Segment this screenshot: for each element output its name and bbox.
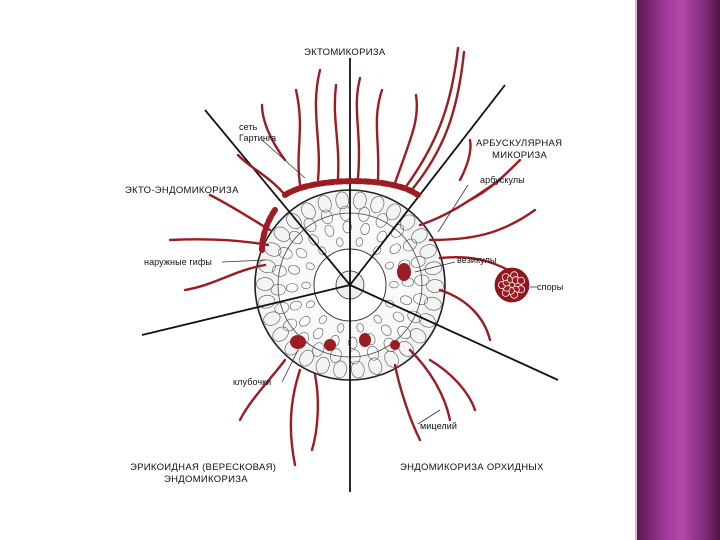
label-hartig-net-2: Гартинга xyxy=(239,133,277,143)
cortex-cell xyxy=(367,345,380,361)
decorative-side-panel xyxy=(637,0,720,540)
cortex-cell xyxy=(410,255,426,268)
cortex-cell xyxy=(375,213,388,228)
cortex-cell xyxy=(353,191,367,210)
label-arbuscular-1: АРБУСКУЛЯРНАЯ xyxy=(476,138,563,149)
cortex-cell xyxy=(303,218,317,233)
cortex-cell xyxy=(424,261,443,276)
cortex-cell xyxy=(389,243,401,254)
label-arbuscules: арбускулы xyxy=(480,175,525,185)
cortex-cell xyxy=(273,226,291,242)
label-vesicles: везикулы xyxy=(457,255,497,265)
cortex-cell xyxy=(315,356,330,375)
cortex-cell xyxy=(257,294,276,309)
cortex-cell xyxy=(318,315,327,324)
cortex-cell xyxy=(330,348,342,364)
label-orchid: ЭНДОМИКОРИЗА ОРХИДНЫХ xyxy=(400,462,544,473)
cortex-cell xyxy=(270,283,286,296)
cortex-cell xyxy=(419,244,437,259)
label-mycelium: мицелий xyxy=(420,421,457,431)
cortex-cell xyxy=(373,314,382,324)
cortex-cell xyxy=(414,274,430,287)
cortex-cell xyxy=(305,300,316,309)
cortex-cell xyxy=(263,311,281,326)
cortex-cell xyxy=(286,283,299,293)
label-spores: споры xyxy=(537,282,564,292)
cortex-cell xyxy=(312,342,325,357)
cortex-cell xyxy=(368,357,383,375)
cortex-cell xyxy=(348,336,358,349)
cortex-cell xyxy=(301,281,311,290)
cortex-cell xyxy=(336,323,345,333)
cortex-cell xyxy=(299,316,311,327)
cortex-cell xyxy=(295,248,308,259)
cortex-cell xyxy=(289,300,302,311)
cortex-cell xyxy=(370,195,385,214)
cortex-cell xyxy=(336,237,344,247)
cortex-cell xyxy=(301,202,316,220)
cortex-cell xyxy=(299,349,314,367)
cortex-cell xyxy=(305,262,315,271)
label-coils: клубочки xyxy=(233,377,272,387)
spore xyxy=(517,276,526,285)
cortex-cell xyxy=(320,209,333,225)
cortex-cell xyxy=(399,295,413,305)
cortex-cell xyxy=(333,360,347,379)
cortex-cell xyxy=(274,302,290,315)
cortex-cell xyxy=(392,311,405,322)
cortex-cell xyxy=(355,237,364,247)
cortex-cell xyxy=(402,238,417,252)
cortex-cell xyxy=(381,324,392,336)
cortex-cell xyxy=(409,328,427,344)
cortex-cell xyxy=(356,323,364,333)
cortex-cell xyxy=(335,191,349,210)
cortex-cell xyxy=(287,265,301,275)
label-arbuscular-2: МИКОРИЗА xyxy=(492,150,548,161)
cortex-cell xyxy=(398,340,414,357)
label-hartig-net-1: сеть xyxy=(239,122,258,132)
label-ecto-endo: ЭКТО-ЭНДОМИКОРИЗА xyxy=(125,185,239,196)
cortex-cell xyxy=(413,293,429,305)
cortex-cell xyxy=(424,296,442,311)
cortex-cell xyxy=(389,280,399,289)
cortex-cell xyxy=(384,261,395,270)
label-outer-hyphae: наружные гифы xyxy=(144,257,212,267)
cortex-cell xyxy=(258,259,276,274)
cortex-cell xyxy=(426,279,444,293)
side-panel-border xyxy=(635,0,637,540)
cortex-cell xyxy=(272,326,289,342)
cortex-cell xyxy=(271,265,287,277)
cortex-cell xyxy=(256,277,274,291)
cortex-cell xyxy=(324,224,335,237)
cortex-cell xyxy=(264,242,282,257)
cortex-cell xyxy=(358,206,370,222)
cortex-cell xyxy=(407,310,422,323)
sector-dividers xyxy=(141,58,559,492)
label-ericoid-1: ЭРИКОИДНАЯ (ВЕРЕСКОВАЯ) xyxy=(130,462,277,473)
cortex-cell xyxy=(313,327,324,340)
cortex-cell xyxy=(278,247,293,260)
cortex-cell xyxy=(289,230,303,245)
vesicles xyxy=(290,263,411,351)
cortex-cell xyxy=(342,221,352,234)
leader-lines xyxy=(221,139,537,425)
cortex-cell xyxy=(286,213,302,230)
label-ericoid-2: ЭНДОМИКОРИЗА xyxy=(164,474,248,485)
cortex-cell xyxy=(390,224,405,238)
cortex-cell xyxy=(351,360,365,379)
label-ectomycorrhiza: ЭКТОМИКОРИЗА xyxy=(304,47,386,58)
spore-cluster xyxy=(494,267,530,303)
cortex-cell xyxy=(386,203,401,221)
cortex-cell xyxy=(397,325,411,340)
cortex-cell xyxy=(317,195,332,213)
fungal-hyphae xyxy=(168,46,537,467)
cortex-cell xyxy=(360,222,370,236)
cortex-cell xyxy=(411,228,428,244)
cortex-cell xyxy=(283,318,298,332)
